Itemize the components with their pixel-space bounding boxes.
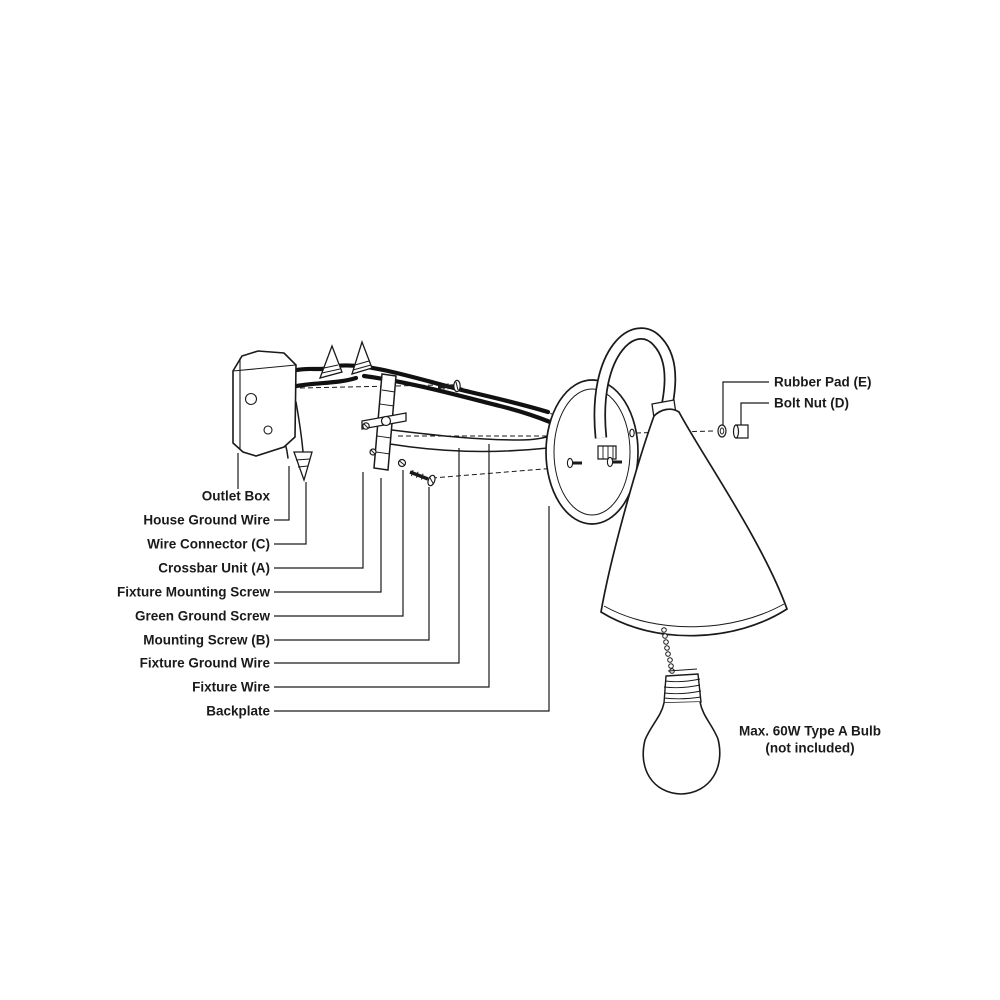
crossbar-screw-2 — [369, 448, 377, 456]
fixture-wire — [391, 429, 557, 441]
house-ground-wire-2 — [295, 401, 304, 453]
label-backplate: Backplate — [206, 704, 270, 719]
left-labels: Outlet Box House Ground Wire Wire Connec… — [117, 489, 271, 719]
crossbar-unit — [361, 373, 407, 471]
wire-connectors — [293, 340, 373, 483]
bulb-note-line1: Max. 60W Type A Bulb — [739, 724, 881, 739]
house-wire-2b — [361, 373, 553, 425]
wire-connector-top-1 — [318, 344, 343, 379]
outlet-box — [232, 350, 297, 457]
backplate — [545, 379, 639, 525]
label-fixture-mounting-screw: Fixture Mounting Screw — [117, 585, 271, 600]
label-fixture-ground-wire: Fixture Ground Wire — [140, 656, 271, 671]
label-rubber-pad-e: Rubber Pad (E) — [774, 375, 872, 390]
backplate-side-screw — [629, 428, 635, 438]
leader-lines — [237, 381, 769, 712]
bulb-note-line2: (not included) — [765, 741, 854, 756]
house-wire-1b — [333, 363, 551, 415]
wire-connector-top-2 — [351, 340, 373, 375]
mounting-screw-b — [409, 469, 436, 487]
label-green-ground-screw: Green Ground Screw — [135, 609, 271, 624]
label-wire-connector-c: Wire Connector (C) — [147, 537, 270, 552]
label-fixture-wire: Fixture Wire — [192, 680, 270, 695]
fixture-mounting-screw — [437, 379, 461, 393]
pull-chain — [661, 627, 675, 674]
rubber-pad — [717, 424, 727, 438]
label-crossbar-unit-a: Crossbar Unit (A) — [158, 561, 270, 576]
bolt-nut — [732, 424, 749, 439]
label-house-ground-wire: House Ground Wire — [143, 513, 270, 528]
backplate-screw-1 — [566, 457, 582, 469]
right-labels: Rubber Pad (E) Bolt Nut (D) — [774, 375, 872, 411]
gooseneck-arm — [593, 327, 677, 439]
crossbar-screw-1 — [362, 422, 370, 430]
label-bolt-nut-d: Bolt Nut (D) — [774, 396, 849, 411]
house-wires — [261, 363, 557, 459]
light-bulb — [642, 668, 721, 795]
lamp-shade — [600, 399, 789, 637]
label-mounting-screw-b: Mounting Screw (B) — [143, 633, 270, 648]
backplate-screw-2 — [606, 456, 622, 468]
fixture-ground-wire — [389, 443, 549, 453]
wire-connector-c — [293, 451, 313, 483]
label-outlet-box: Outlet Box — [202, 489, 271, 504]
green-ground-screw — [397, 458, 407, 468]
bulb-note: Max. 60W Type A Bulb (not included) — [739, 724, 881, 756]
